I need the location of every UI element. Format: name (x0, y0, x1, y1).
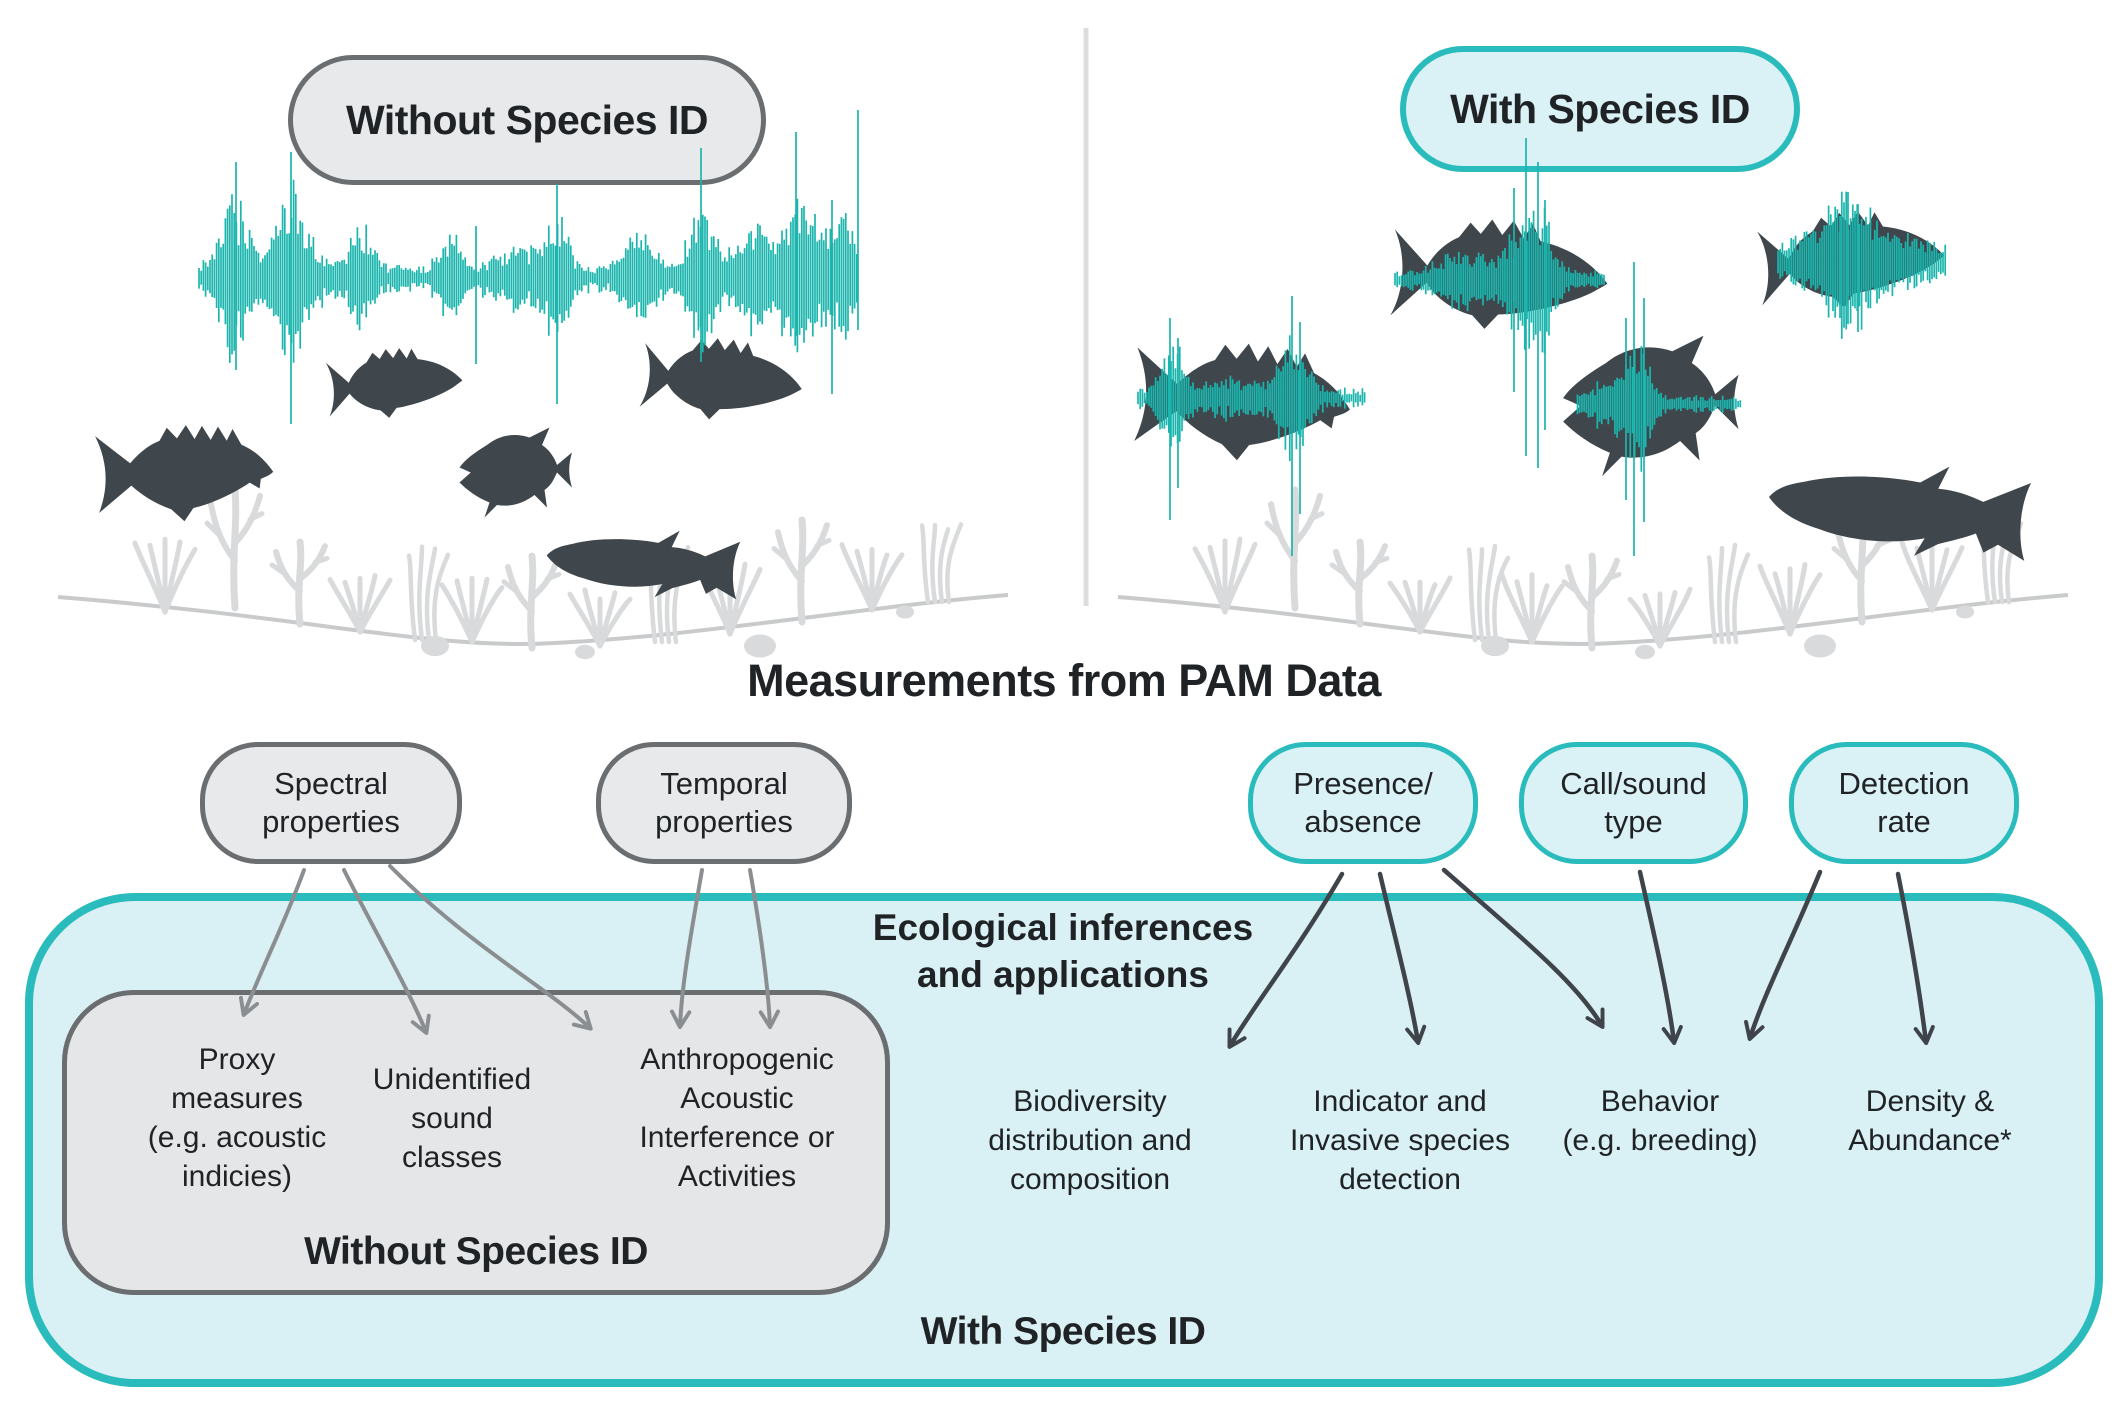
pill-detection-rate-label: Detection rate (1838, 765, 1970, 839)
item-density-abundance: Density & Abundance* (1848, 1085, 2012, 1157)
without-species-id-box (62, 990, 890, 1295)
pill-call-sound-type: Call/sound type (1519, 742, 1748, 864)
item-unidentified-sound-classes: Unidentified sound classes (372, 1063, 532, 1174)
with-species-id-scene-pill: With Species ID (1400, 46, 1800, 172)
pill-call-sound-type-label: Call/sound type (1560, 765, 1707, 839)
without-species-id-box-label: Without Species ID (304, 1230, 648, 1273)
with-species-id-scene-label: With Species ID (1450, 85, 1750, 132)
pill-spectral-properties-label: Spectral properties (262, 765, 400, 839)
pill-spectral-properties: Spectral properties (200, 742, 462, 864)
pill-detection-rate: Detection rate (1789, 742, 2019, 864)
item-anthropogenic-acoustic: Anthropogenic Acoustic Interference or A… (639, 1043, 835, 1193)
ecological-inferences-heading: Ecological inferences and applications (872, 907, 1254, 995)
pill-temporal-properties-label: Temporal properties (655, 765, 793, 839)
pill-presence-absence-label: Presence/ absence (1293, 765, 1433, 839)
without-species-id-scene-pill: Without Species ID (288, 55, 766, 185)
item-indicator-invasive: Indicator and Invasive species detection (1289, 1085, 1511, 1196)
pill-temporal-properties: Temporal properties (596, 742, 852, 864)
pill-presence-absence: Presence/ absence (1248, 742, 1478, 864)
item-proxy-measures: Proxy measures (e.g. acoustic indicies) (147, 1043, 327, 1193)
without-species-id-scene-label: Without Species ID (346, 96, 708, 143)
measurements-title: Measurements from PAM Data (747, 655, 1381, 706)
with-species-id-container-label: With Species ID (920, 1310, 1206, 1353)
item-behavior: Behavior (e.g. breeding) (1562, 1085, 1758, 1157)
item-biodiversity: Biodiversity distribution and compositio… (988, 1085, 1192, 1196)
